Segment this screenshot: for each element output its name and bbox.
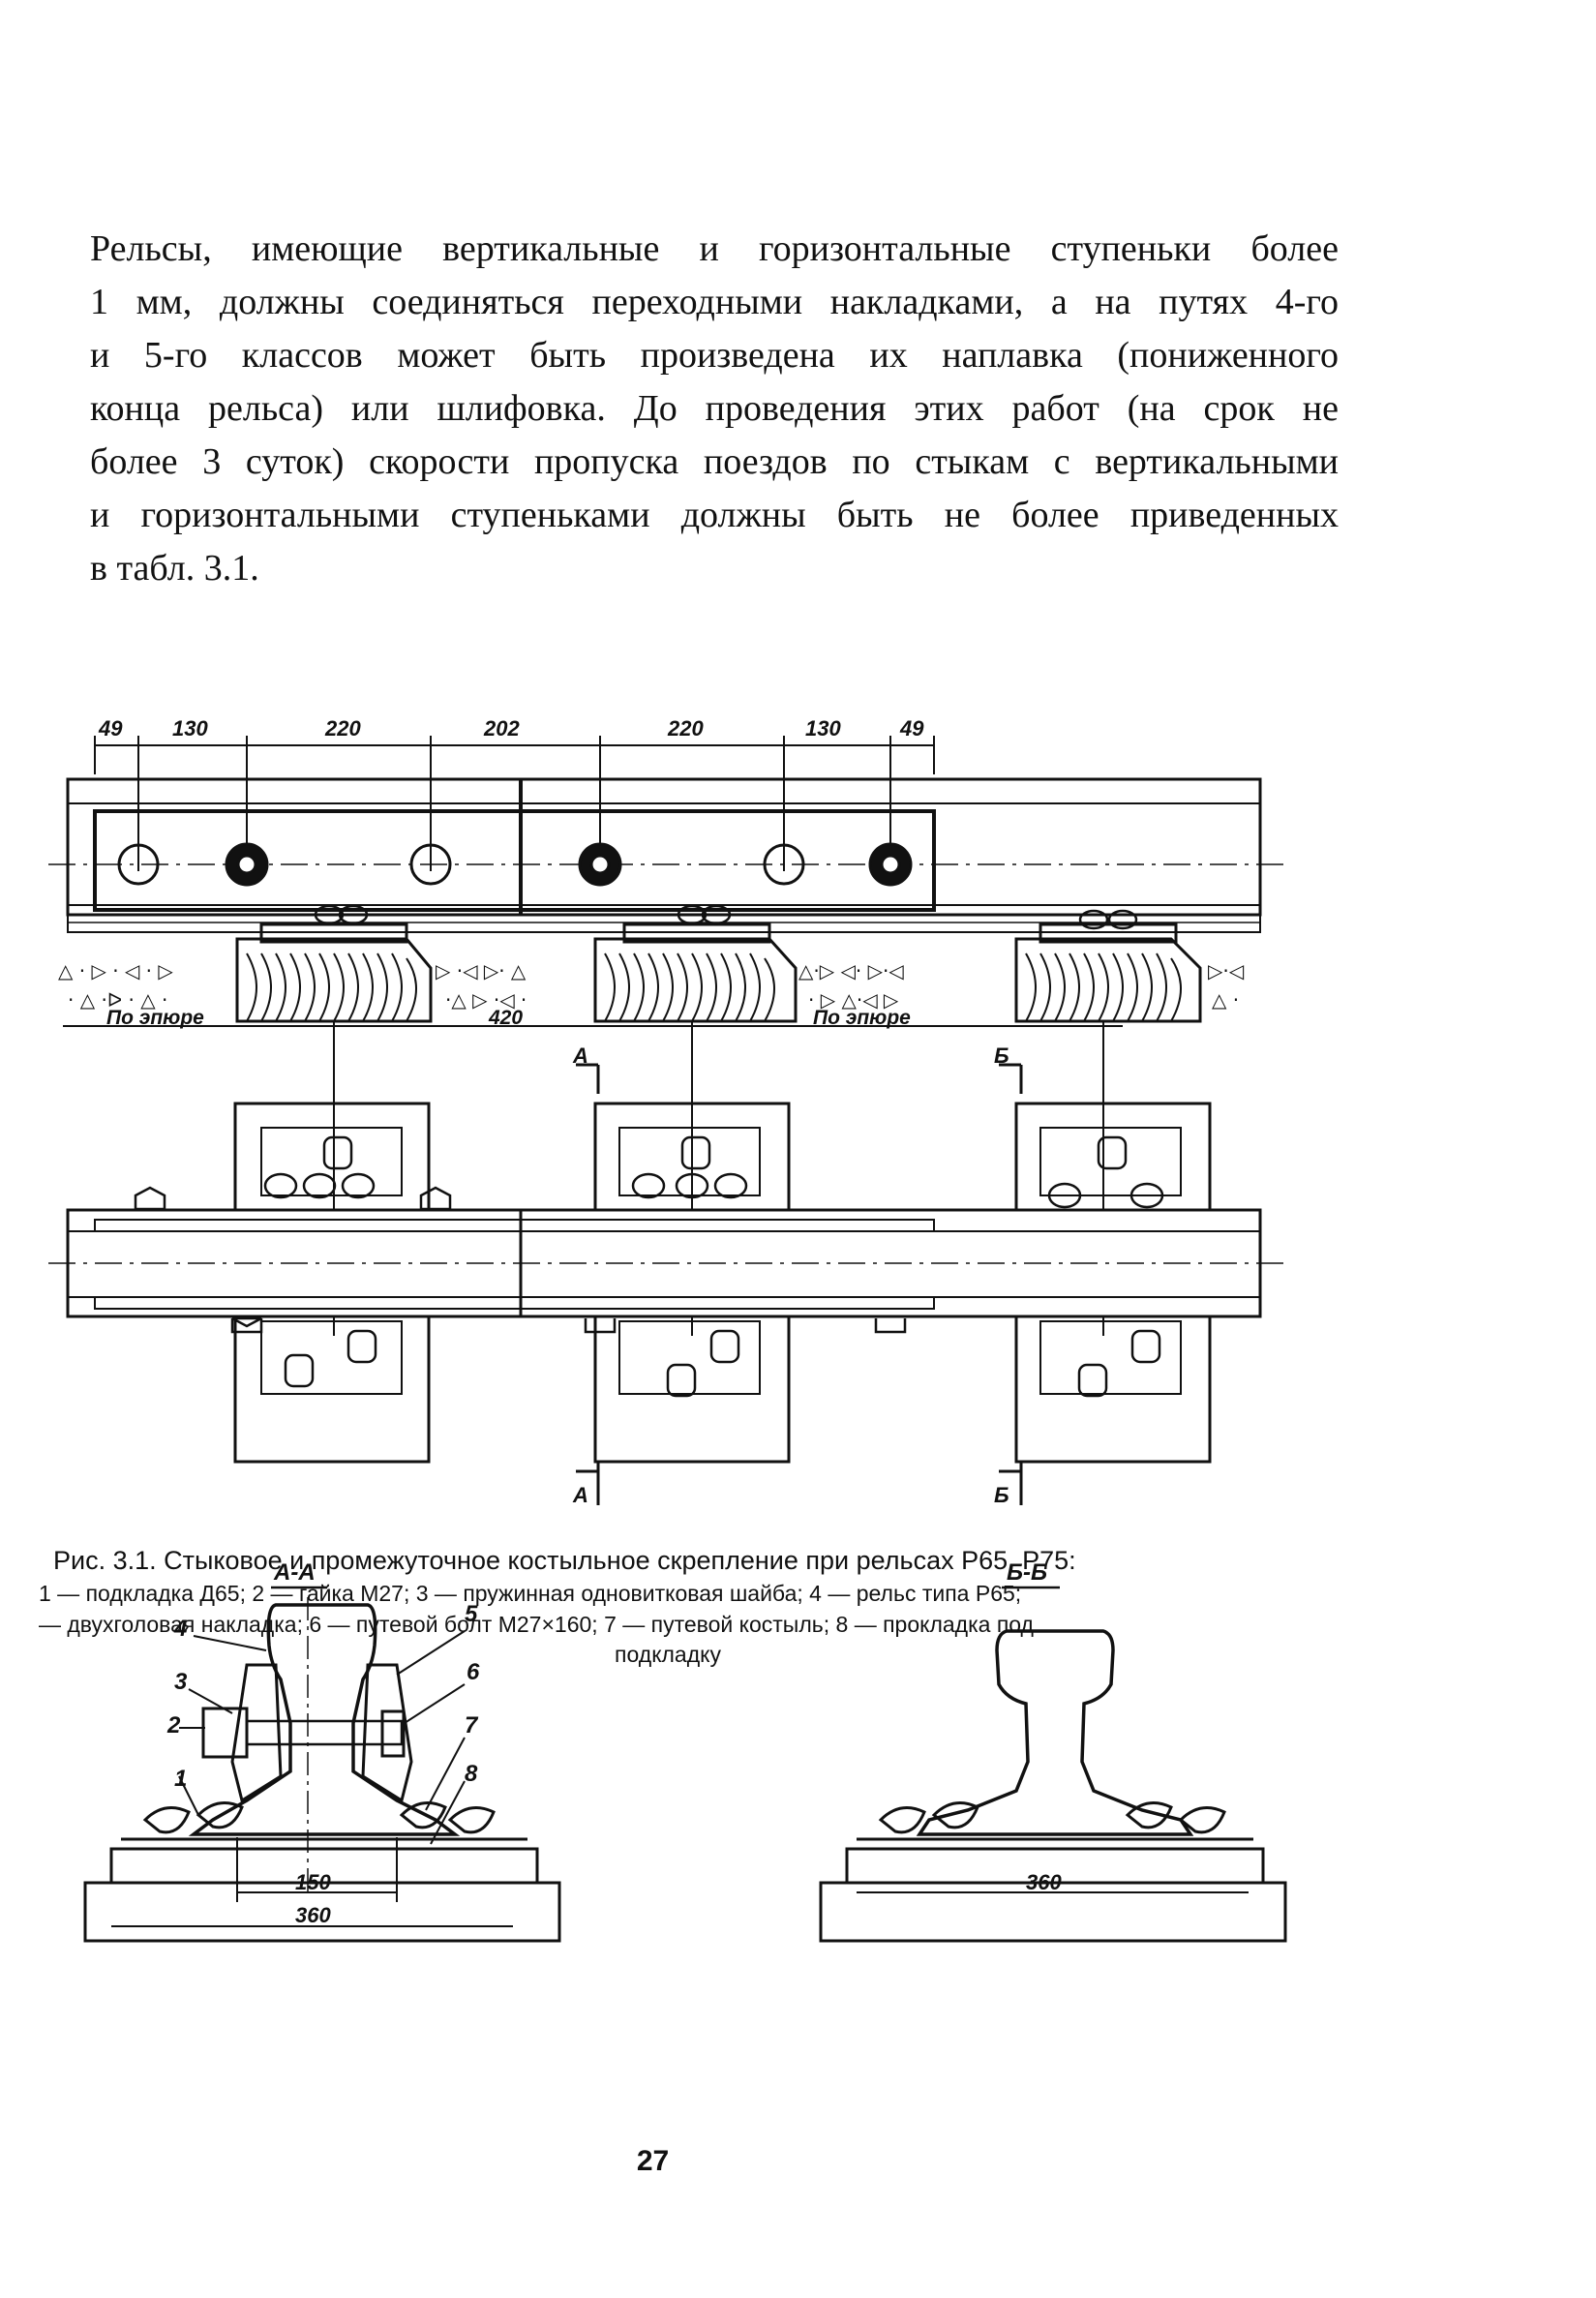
spike-heads bbox=[314, 904, 1138, 930]
page-number: 27 bbox=[636, 2145, 670, 2177]
callout-number: 7 bbox=[465, 1712, 479, 1739]
callout-number: 4 bbox=[173, 1616, 187, 1642]
paragraph-line: более 3 суток) скорости пропуска поездов… bbox=[90, 441, 1339, 482]
sleeper-side bbox=[1014, 922, 1202, 1023]
plan-bolt-nuts bbox=[134, 1186, 907, 1334]
callout-number: 6 bbox=[467, 1659, 480, 1685]
spacing-labels: По эпюре 420 По эпюре bbox=[106, 1007, 911, 1029]
bolt-holes bbox=[117, 843, 805, 886]
section-aa bbox=[83, 1597, 561, 1943]
callout-number: 5 bbox=[465, 1601, 478, 1627]
dim-label: 49 bbox=[899, 716, 924, 741]
paragraph-line: 1 мм, должны соединяться переходными нак… bbox=[90, 282, 1339, 322]
caption-title: Рис. 3.1. Стыковое и промежуточное косты… bbox=[53, 1546, 1076, 1575]
section-title: Б-Б bbox=[1007, 1559, 1047, 1586]
spacing-label: По эпюре bbox=[106, 1007, 204, 1029]
paragraph-line: и 5-го классов может быть произведена их… bbox=[90, 335, 1339, 376]
ballast: △ · ▷ · ◁ · ▷ · △ ·ᐅ · △ · ▷ ·◁ ▷· △ ·△ … bbox=[58, 959, 1245, 1012]
section-mark: Б bbox=[994, 1043, 1009, 1068]
sleeper-side bbox=[235, 922, 433, 1023]
spacing-label: По эпюре bbox=[813, 1007, 911, 1029]
dim-label: 220 bbox=[667, 716, 704, 741]
callout-number: 3 bbox=[174, 1669, 188, 1695]
caption-legend: подкладку bbox=[615, 1642, 721, 1667]
callout-number: 1 bbox=[174, 1766, 187, 1792]
dim-label: 49 bbox=[98, 716, 123, 741]
spacing-label: 420 bbox=[488, 1007, 523, 1029]
sleeper-side bbox=[593, 922, 798, 1023]
paragraph-line: в табл. 3.1. bbox=[90, 548, 259, 589]
paragraph-line: конца рельса) или шлифовка. До проведени… bbox=[90, 388, 1339, 429]
section-mark: А bbox=[572, 1043, 588, 1068]
plan-view bbox=[66, 1102, 1262, 1464]
plan-spikes bbox=[263, 1135, 1164, 1398]
dimension-label: 150 bbox=[295, 1870, 331, 1894]
rail-side-view bbox=[66, 777, 1262, 933]
caption-legend: — двухголовая накладка; 6 — путевой болт… bbox=[39, 1612, 1034, 1637]
dim-label: 130 bbox=[805, 716, 841, 741]
bolt-nuts bbox=[225, 842, 913, 887]
joint-bar bbox=[93, 809, 936, 912]
svg-text:·△ ▷ ·◁ ·: ·△ ▷ ·◁ · bbox=[445, 988, 527, 1012]
dim-label: 220 bbox=[324, 716, 361, 741]
section-bb bbox=[819, 1629, 1287, 1943]
svg-text:△ ·: △ · bbox=[1212, 988, 1239, 1012]
paragraph-line: и горизонтальными ступеньками должны быт… bbox=[90, 495, 1339, 535]
section-mark: Б bbox=[994, 1483, 1009, 1507]
paragraph-line: Рельсы, имеющие вертикальные и горизонта… bbox=[90, 228, 1339, 269]
figure-caption: Рис. 3.1. Стыковое и промежуточное косты… bbox=[39, 1543, 1297, 1669]
svg-text:△·▷ ◁· ▷·◁: △·▷ ◁· ▷·◁ bbox=[798, 959, 904, 983]
svg-text:▷·◁: ▷·◁ bbox=[1208, 959, 1245, 983]
body-paragraph: Рельсы, имеющие вертикальные и горизонта… bbox=[90, 223, 1339, 595]
dimension-label: 360 bbox=[295, 1903, 331, 1927]
dim-label: 130 bbox=[172, 716, 208, 741]
caption-legend: 1 — подкладка Д65; 2 — гайка М27; 3 — пр… bbox=[39, 1581, 1022, 1606]
callout-number: 2 bbox=[166, 1712, 181, 1739]
section-cut-markers bbox=[576, 1063, 1023, 1505]
callout-number: 8 bbox=[465, 1761, 478, 1787]
dim-label: 202 bbox=[483, 716, 520, 741]
svg-text:· ▷ △·◁ ▷: · ▷ △·◁ ▷ bbox=[808, 988, 899, 1012]
svg-text:△ · ▷ · ◁ · ▷: △ · ▷ · ◁ · ▷ bbox=[58, 959, 173, 983]
section-bb-labels: Б-Б 360 bbox=[1002, 1559, 1062, 1894]
top-dimension-labels: 49 130 220 202 220 130 49 bbox=[98, 716, 924, 741]
dimension-label: 360 bbox=[1026, 1870, 1062, 1894]
section-title: А-А bbox=[273, 1559, 316, 1586]
section-aa-labels: А-А 1 2 3 4 5 6 7 8 150 360 bbox=[166, 1559, 480, 1927]
section-mark: А bbox=[572, 1483, 588, 1507]
svg-text:▷ ·◁ ▷· △: ▷ ·◁ ▷· △ bbox=[436, 959, 527, 983]
svg-text:· △ ·ᐅ · △ ·: · △ ·ᐅ · △ · bbox=[68, 988, 167, 1012]
section-cut-labels: А Б А Б bbox=[572, 1043, 1009, 1507]
